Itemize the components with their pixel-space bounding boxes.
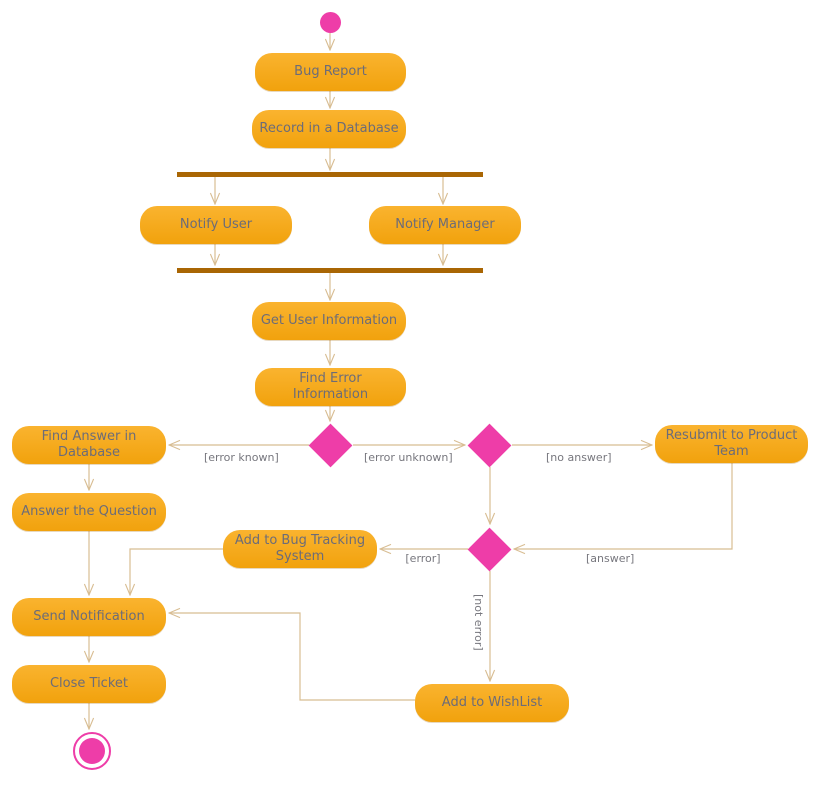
edge-bug-tracking-to-send-notification (130, 548, 223, 595)
join-bar (177, 268, 483, 273)
fork-bar (177, 172, 483, 177)
initial-node (320, 12, 341, 33)
activity-get-user-information: Get User Information (252, 302, 406, 340)
activity-find-answer-in-database: Find Answer in Database (12, 426, 166, 464)
edge-label-answer: [answer] (586, 552, 635, 565)
final-activity-node (73, 732, 111, 770)
activity-send-notification: Send Notification (12, 598, 166, 636)
activity-record-in-database: Record in a Database (252, 110, 406, 148)
activity-answer-the-question: Answer the Question (12, 493, 166, 531)
activity-resubmit-to-product-team: Resubmit to Product Team (655, 425, 808, 463)
activity-add-to-bug-tracking-system: Add to Bug Tracking System (223, 530, 377, 568)
activity-find-error-information: Find Error Information (255, 368, 406, 406)
edge-label-not-error: [not error] (472, 593, 485, 651)
edge-label-no-answer: [no answer] (546, 451, 612, 464)
edge-label-error-known: [error known] (204, 451, 279, 464)
activity-notify-user: Notify User (140, 206, 292, 244)
edge-label-error-unknown: [error unknown] (364, 451, 453, 464)
activity-bug-report: Bug Report (255, 53, 406, 91)
edge-resubmit-to-decision3 (514, 463, 733, 549)
edge-wishlist-to-send-notification (169, 613, 415, 701)
edge-label-error: [error] (405, 552, 441, 565)
activity-notify-manager: Notify Manager (369, 206, 521, 244)
activity-add-to-wishlist: Add to WishList (415, 684, 569, 722)
final-node-dot (79, 738, 105, 764)
activity-close-ticket: Close Ticket (12, 665, 166, 703)
